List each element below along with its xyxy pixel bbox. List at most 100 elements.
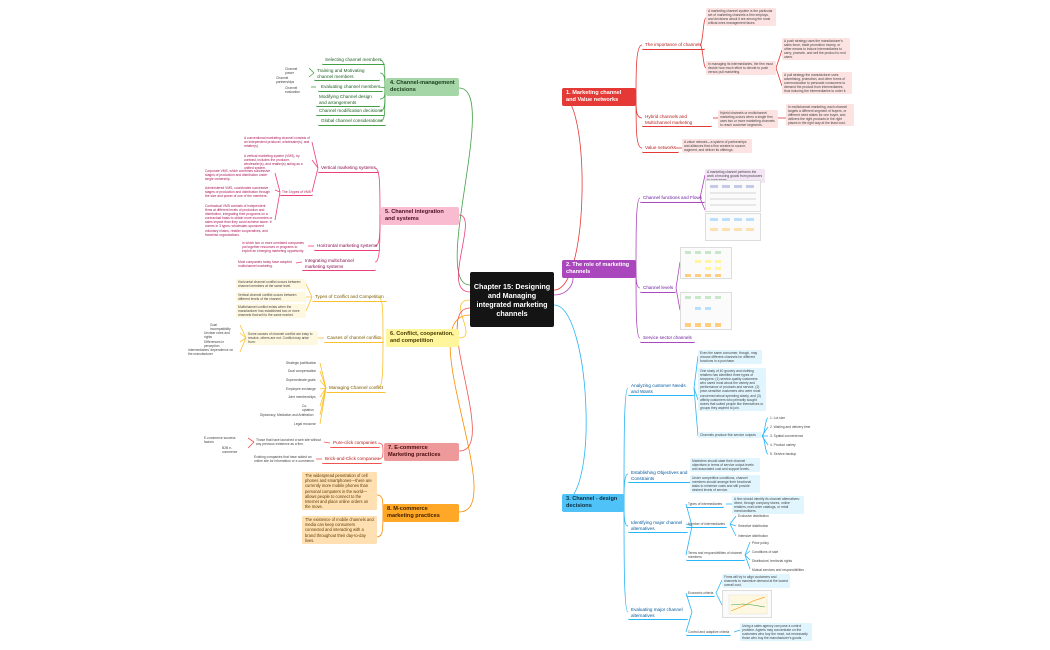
flows-diagram-sketch [710, 185, 756, 206]
leaf-value-network-definition: A value network—a system of partnerships… [682, 139, 752, 154]
number-selective: Selective distribution [738, 524, 769, 528]
branch-line-6 [458, 299, 471, 339]
sub-analyzing-needs[interactable]: Analyzing customer Needs and Wants [628, 382, 694, 397]
terms-price-policy: Price policy [752, 541, 769, 545]
leaf-multichannel-conflict: Multichannel conflict exists when the ma… [236, 304, 306, 319]
leaf-same-consumer: Even the same consumer, though, may choo… [698, 350, 762, 365]
sub-pure-click[interactable]: Pure-click companies [330, 439, 380, 448]
leaf-competitive-conditions: Under competitive conditions, channel me… [690, 475, 760, 494]
central-topic[interactable]: Chapter 15: Designing and Managing integ… [470, 272, 554, 327]
cause-intermediary-dependence: Intermediaries' dependence on the manufa… [188, 348, 234, 357]
leaf-cellphone-penetration: The widespread penetration of cell phone… [302, 472, 377, 511]
manage-superordinate-goals: Superordinate goals [286, 378, 316, 382]
leaf-push-vs-pull: In managing its intermediaries, the firm… [706, 61, 776, 76]
sub-hybrid-channels[interactable]: Hybrid channels and Multichannel marketi… [642, 113, 712, 128]
sub-training-members[interactable]: Training and Motivating channel members [314, 67, 380, 82]
leaf-contractual-vms: Contractual VMS consists of independent … [205, 204, 273, 237]
sub-evaluating-members[interactable]: Evaluating channel members [318, 83, 384, 92]
leaf-mobile-channels: The existence of mobile channels and med… [302, 516, 377, 545]
sub-terms-and-responsibilities[interactable]: Terms and responsibilities of channel me… [686, 550, 745, 562]
pure-b2b-ecommerce: B2B e-commerce [222, 446, 238, 455]
industrial-channels-sketch [685, 296, 721, 327]
manage-employee-exchange: Employee exchange [286, 387, 316, 391]
output-lot-size: 1. Lot size [770, 416, 786, 420]
sub-brick-and-click[interactable]: Brick-and-Click companies [322, 455, 383, 464]
manage-joint-memberships: Joint memberships [288, 395, 316, 399]
terms-mutual-services: Mutual services and responsibilities [752, 568, 804, 572]
output-product-variety: 4. Product variety [770, 443, 796, 447]
sub-integrating-multichannel[interactable]: Integrating multichannel marketing syste… [302, 257, 376, 272]
leaf-push-strategy: A push strategy uses the manufacturer's … [782, 38, 850, 61]
sub-number-of-intermediaries[interactable]: Number of intermediaries [686, 521, 728, 529]
leaf-hybrid-definition: Hybrid channels or multichannel marketin… [718, 110, 778, 129]
leaf-pull-strategy: A pull strategy the manufacturer uses ad… [782, 72, 852, 95]
topic-role-of-channels[interactable]: 2. The role of marketing channels [562, 260, 636, 278]
leaf-channel-partnerships: Channel partnerships [276, 76, 295, 85]
pure-success-factors: E-commerce success factors [204, 436, 236, 445]
industrial-channels-image [680, 292, 732, 330]
sub-value-networks[interactable]: Value networks [642, 144, 680, 153]
sub-vertical-systems[interactable]: Vertical marketing systems [318, 164, 379, 173]
output-spatial-convenience: 3. Spatial convenience [770, 434, 804, 438]
topic-marketing-channels[interactable]: 1. Marketing channel and Value networks [562, 88, 636, 106]
cause-unclear-roles: Unclear roles and rights [204, 331, 230, 340]
sub-economic-criteria[interactable]: Economic criteria [686, 590, 716, 598]
sub-three-types-vms[interactable]: The 3 types of VMS [280, 189, 313, 197]
topic-channel-management[interactable]: 4. Channel-management decisions [386, 78, 459, 96]
branch-line-3 [553, 304, 587, 503]
manage-legal-recourse: Legal recourse [294, 422, 316, 426]
consumer-channels-sketch [685, 251, 721, 277]
topic-channel-design[interactable]: 3. Channel - design decisions [562, 494, 624, 512]
sub-evaluating-alternatives[interactable]: Evaluating major channel alternatives [628, 606, 688, 621]
sub-importance-of-channels[interactable]: The importance of channels [642, 41, 705, 50]
output-waiting-time: 2. Waiting and delivery time [770, 425, 811, 429]
sub-modification-decisions[interactable]: Channel modification decisions [316, 107, 386, 116]
leaf-multichannel-targets: In multichannel marketing, each channel … [786, 104, 854, 127]
sub-types-of-conflict[interactable]: Types of Conflict and Competition [312, 293, 387, 302]
leaf-channel-system-definition: A marketing channel system is the partic… [706, 8, 776, 27]
leaf-vertical-conflict: Vertical channel conflict occurs between… [236, 292, 306, 303]
leaf-horizontal-definition: In which two or more unrelated companies… [242, 241, 305, 254]
flows-diagram-image [705, 180, 761, 212]
cause-goal-incompatibility: Goal incompatibility [210, 323, 231, 332]
topic-mcommerce[interactable]: 8. M-commerce marketing practices [383, 504, 459, 522]
sub-identifying-alternatives[interactable]: Identifying major channel alternatives [628, 519, 688, 534]
leaf-pure-click-definition: Those that have launched a web site with… [256, 438, 322, 447]
manage-diplomacy-mediation: Diplomacy, Mediation and Arbitration [260, 413, 314, 417]
leaf-brick-and-click-definition: Existing companies that have added an on… [254, 455, 315, 464]
topic-ecommerce[interactable]: 7. E-commerce Marketing practices [384, 443, 459, 461]
leaf-multichannel-adoption: Most companies today have adopted multic… [238, 260, 292, 269]
consumer-channels-image [680, 247, 732, 279]
leaf-control-criteria: Using a sales agency can pose a control … [740, 623, 812, 642]
leaf-grocery-study: One study of 40 grocery and clothing ret… [698, 368, 766, 411]
cost-chart-sketch [728, 594, 768, 615]
manage-strategic-justification: Strategic justification [286, 361, 317, 365]
leaf-causes-of-conflict: Some causes of channel conflict are easy… [246, 331, 318, 346]
topic-conflict-cooperation[interactable]: 6. Conflict, cooperation, and competitio… [386, 329, 459, 347]
sub-modifying-design[interactable]: Modifying Channel design and arrangement… [316, 93, 380, 108]
output-service-backup: 5. Service backup [770, 452, 797, 456]
leaf-vms-definition: A vertical marketing system (VMS), by co… [244, 154, 303, 171]
sub-control-criteria[interactable]: Control and adaptive criteria [686, 629, 732, 637]
sub-service-sector-channels[interactable]: Service sector channels [640, 334, 695, 343]
sub-establishing-objectives[interactable]: Establishing Objectives and Constraints [628, 469, 692, 484]
leaf-service-outputs: Channels produce five service outputs [698, 432, 762, 439]
topic-channel-integration[interactable]: 5. Channel integration and systems [381, 207, 459, 225]
branch-line-4 [456, 87, 473, 286]
leaf-economic-criteria: Firms will try to align customers and ch… [722, 574, 790, 589]
sub-channel-functions[interactable]: Channel functions and Flows [640, 194, 705, 203]
sub-types-of-intermediaries[interactable]: Types of intermediaries [686, 501, 725, 509]
sub-horizontal-systems[interactable]: Horizontal marketing systems [314, 242, 381, 251]
sub-channel-levels[interactable]: Channel levels [640, 284, 677, 293]
sub-causes-of-conflict[interactable]: Causes of channel conflict [324, 334, 384, 343]
leaf-corporate-vms: Corporate VMS, which combines successive… [205, 169, 271, 182]
branch-line-7 [456, 307, 473, 452]
leaf-administered-vms: Administered VMS, coordinates successive… [205, 186, 271, 199]
sub-global-considerations[interactable]: Global channel considerations [318, 117, 386, 126]
leaf-channel-evaluation: Channel evaluation [285, 86, 301, 95]
sub-managing-conflict[interactable]: Managing Channel conflict [326, 384, 387, 393]
flows-diagram-image-2 [705, 213, 761, 241]
branch-line-8 [449, 314, 475, 513]
cost-chart-image [722, 590, 772, 618]
sub-selecting-members[interactable]: Selecting channel members [322, 56, 385, 65]
